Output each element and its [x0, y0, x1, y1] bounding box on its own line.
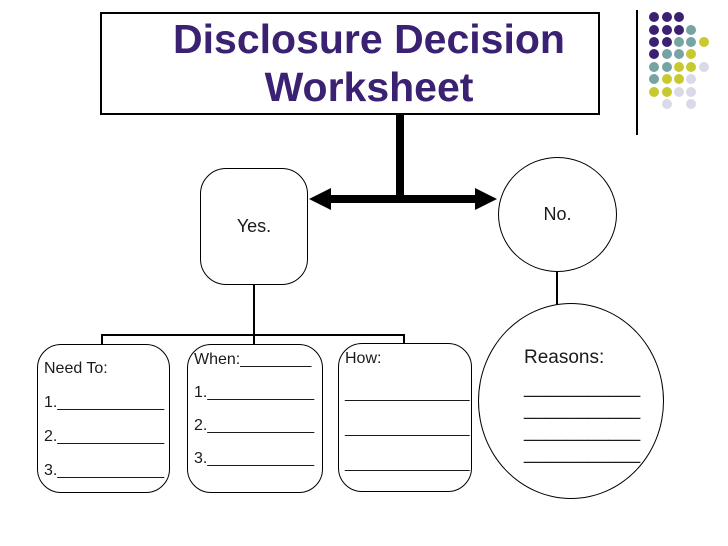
decor-dot — [673, 24, 684, 35]
decor-dot — [649, 86, 660, 97]
decor-dot — [661, 61, 672, 72]
yes-node: Yes. — [200, 168, 308, 285]
need-to-box: Need To: 1.____________ 2.____________ 3… — [37, 344, 170, 493]
need-to-item-3: 3.____________ — [44, 462, 165, 479]
how-line-3: ______________ — [345, 455, 470, 472]
title-box: Disclosure Decision Worksheet — [100, 12, 600, 115]
decor-dot — [661, 12, 672, 23]
need-to-heading: Need To: — [44, 360, 108, 377]
how-box: How: ______________ ______________ _____… — [338, 343, 472, 492]
decor-dot — [686, 36, 697, 47]
when-item-2: 2.____________ — [194, 417, 315, 434]
how-heading: How: — [345, 350, 382, 367]
decor-dot — [673, 12, 684, 23]
when-item-1: 1.____________ — [194, 384, 315, 401]
how-line-2: ______________ — [345, 420, 470, 437]
decor-dot — [698, 36, 709, 47]
reasons-line-3: ___________ — [524, 421, 641, 442]
slide-title-line1: Disclosure Decision — [173, 16, 565, 62]
reasons-lines: ___________ ___________ ___________ ____… — [524, 377, 640, 465]
decor-dot — [649, 49, 660, 60]
decor-dot — [661, 86, 672, 97]
reasons-line-1: ___________ — [524, 377, 641, 398]
when-item-3: 3.____________ — [194, 450, 315, 467]
reasons-line-2: ___________ — [524, 399, 641, 420]
decor-dot — [673, 36, 684, 47]
branch-drop-right — [403, 334, 405, 344]
decor-dot — [649, 12, 660, 23]
no-node-label: No. — [543, 204, 572, 224]
decor-dot — [686, 49, 697, 60]
dot-empty — [686, 12, 696, 22]
decor-dot — [661, 74, 672, 85]
decor-dot — [686, 24, 697, 35]
yes-node-label: Yes. — [236, 216, 272, 236]
decor-dot — [661, 24, 672, 35]
decor-dot — [673, 86, 684, 97]
double-headed-arrow — [309, 188, 497, 210]
decor-dot-grid — [648, 11, 710, 110]
decor-dot — [649, 74, 660, 85]
dot-empty — [699, 12, 709, 22]
dot-empty — [699, 25, 709, 35]
reasons-heading: Reasons: — [524, 347, 605, 368]
branch-horizontal-line — [101, 334, 405, 336]
reasons-line-4: ___________ — [524, 443, 641, 464]
decor-dot — [649, 24, 660, 35]
when-heading: When:________ — [194, 351, 312, 368]
dot-empty — [699, 87, 709, 97]
dot-empty — [699, 49, 709, 59]
decor-dot — [649, 36, 660, 47]
branch-drop-left — [101, 334, 103, 345]
decor-dot — [686, 98, 697, 109]
when-box: When:________ 1.____________ 2._________… — [187, 344, 323, 493]
dot-empty — [674, 99, 684, 109]
need-to-item-1: 1.____________ — [44, 394, 165, 411]
need-to-item-2: 2.____________ — [44, 428, 165, 445]
no-node: No. — [498, 157, 617, 272]
dot-empty — [699, 74, 709, 84]
decor-vertical-line — [636, 10, 638, 135]
slide-title-line2: Worksheet — [264, 64, 474, 110]
decor-dot — [686, 61, 697, 72]
decor-dot — [673, 49, 684, 60]
decor-dot — [686, 74, 697, 85]
how-line-1: ______________ — [345, 385, 470, 402]
connector-yes-to-branch — [253, 285, 255, 345]
connector-no-to-reasons — [556, 271, 558, 309]
decor-dot — [661, 36, 672, 47]
connector-title-to-arrow — [396, 115, 404, 199]
decor-dot — [661, 49, 672, 60]
dot-empty — [699, 99, 709, 109]
dot-empty — [649, 99, 659, 109]
reasons-node: Reasons: ___________ ___________ _______… — [478, 303, 664, 499]
decor-dot — [686, 86, 697, 97]
decor-dot — [649, 61, 660, 72]
decor-dot — [661, 98, 672, 109]
decor-dot — [698, 61, 709, 72]
decor-dot — [673, 74, 684, 85]
decor-dot — [673, 61, 684, 72]
